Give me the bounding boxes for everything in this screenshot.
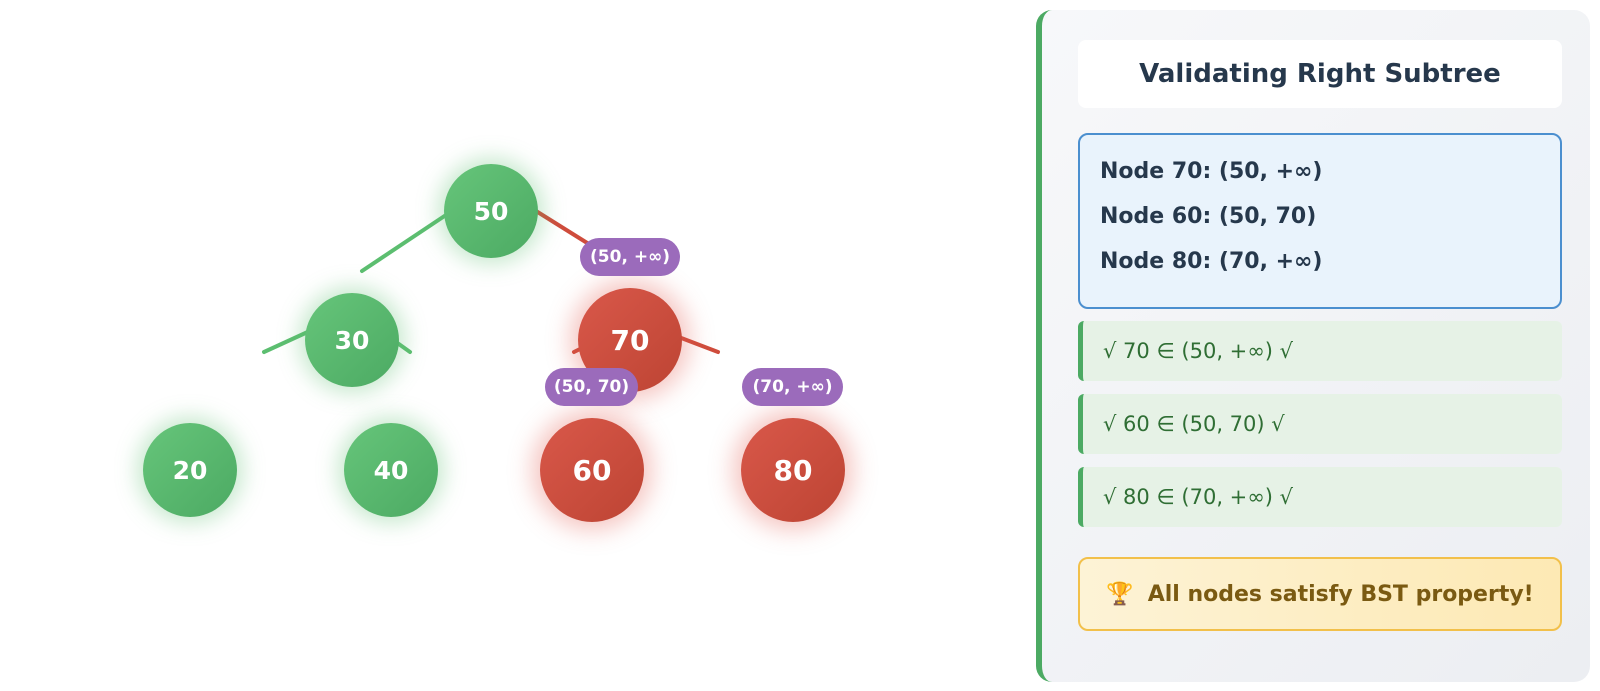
node-range-line: Node 70: (50, +∞) <box>1100 159 1323 184</box>
tree-node-50[interactable]: 50 <box>444 164 538 258</box>
range-badge-80: (70, +∞) <box>742 368 843 406</box>
trophy-icon: 🏆 <box>1106 581 1134 607</box>
tree-node-30[interactable]: 30 <box>305 293 399 387</box>
check-row-70: √ 70 ∈ (50, +∞) √ <box>1078 321 1562 381</box>
panel-title: Validating Right Subtree <box>1078 40 1562 108</box>
validation-panel: Validating Right Subtree Node 70: (50, +… <box>1036 10 1590 682</box>
tree-node-40[interactable]: 40 <box>344 423 438 517</box>
result-banner: 🏆 All nodes satisfy BST property! <box>1078 557 1562 631</box>
check-row-80: √ 80 ∈ (70, +∞) √ <box>1078 467 1562 527</box>
node-range-line: Node 80: (70, +∞) <box>1100 249 1323 274</box>
range-badge-60: (50, 70) <box>545 368 638 406</box>
result-text: All nodes satisfy BST property! <box>1147 581 1534 607</box>
tree-canvas: 50 30 70 20 40 60 80 (50, +∞) (50, 70) (… <box>143 164 845 522</box>
range-badge-70: (50, +∞) <box>580 238 680 276</box>
tree-node-20[interactable]: 20 <box>143 423 237 517</box>
edge-50-30 <box>360 209 454 273</box>
node-range-line: Node 60: (50, 70) <box>1100 204 1317 229</box>
check-row-60: √ 60 ∈ (50, 70) √ <box>1078 394 1562 454</box>
tree-edges <box>262 209 720 354</box>
edge-70-80 <box>674 334 720 354</box>
tree-node-60[interactable]: 60 <box>540 418 644 522</box>
edge-30-20 <box>262 328 314 354</box>
node-ranges-box: Node 70: (50, +∞) Node 60: (50, 70) Node… <box>1078 133 1562 309</box>
tree-node-80[interactable]: 80 <box>741 418 845 522</box>
